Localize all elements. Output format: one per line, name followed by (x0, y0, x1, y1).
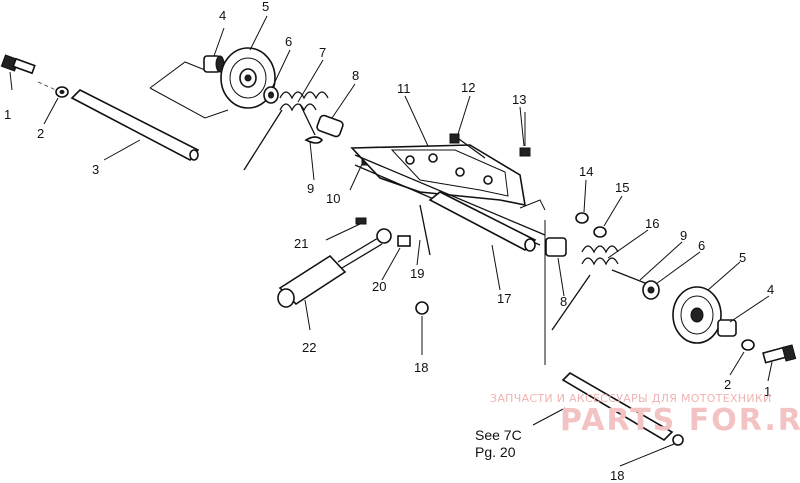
shaft-part-3 (70, 89, 200, 162)
pin-part-19 (419, 204, 431, 256)
leader-lines (9, 15, 773, 467)
bushing-part-4-top (203, 55, 225, 73)
shaft-part-17 (428, 191, 537, 252)
nut-part-13 (519, 147, 531, 157)
callout-14: 14 (579, 164, 593, 179)
callout-8-top: 8 (352, 68, 359, 83)
callout-4-top: 4 (219, 8, 226, 23)
callout-10: 10 (326, 191, 340, 206)
callout-8-right: 8 (560, 294, 567, 309)
callout-22: 22 (302, 340, 316, 355)
frame-rail-part-11 (350, 144, 546, 246)
pin-part-21 (355, 217, 367, 225)
callout-7: 7 (319, 45, 326, 60)
idler-wheel-part-5-top (220, 47, 276, 109)
callout-18-mid: 18 (414, 360, 428, 375)
callout-21: 21 (294, 236, 308, 251)
callout-5-top: 5 (262, 0, 269, 14)
callout-20: 20 (372, 279, 386, 294)
callout-18-bottom: 18 (610, 468, 624, 483)
callout-13: 13 (512, 92, 526, 107)
reference-note-line2: Pg. 20 (475, 444, 516, 460)
watermark-brand: PARTS FOR.RU (560, 403, 800, 438)
callout-9-right: 9 (680, 228, 687, 243)
callout-19: 19 (410, 266, 424, 281)
washer-part-2-right (741, 339, 755, 351)
idler-wheel-part-5-right (672, 286, 722, 344)
callout-16: 16 (645, 216, 659, 231)
callout-15: 15 (615, 180, 629, 195)
callout-11: 11 (397, 81, 411, 96)
torsion-spring-part-16 (551, 245, 651, 331)
shock-absorber-part-22 (277, 228, 392, 308)
callout-1-left: 1 (4, 107, 11, 122)
bushing-part-20 (397, 235, 411, 247)
callout-6-right: 6 (698, 238, 705, 253)
bolt-part-12 (449, 133, 486, 159)
callout-2-left: 2 (37, 126, 44, 141)
bolt-part-1-right (762, 344, 797, 364)
callout-2-right: 2 (724, 377, 731, 392)
watermark-tagline: ЗАПЧАСТИ И АКСЕССУАРЫ ДЛЯ МОТОТЕХНИКИ (490, 392, 772, 405)
bushing-part-8-right (545, 237, 567, 257)
bushing-part-8-top (316, 114, 344, 138)
callout-1-right: 1 (764, 384, 771, 399)
callout-17: 17 (497, 291, 511, 306)
callout-5-right: 5 (739, 250, 746, 265)
callout-6-top: 6 (285, 34, 292, 49)
lower-rod (561, 371, 684, 446)
washer-part-15 (593, 226, 607, 238)
callout-9-top: 9 (307, 181, 314, 196)
washer-part-18-mid (415, 301, 429, 315)
torsion-spring-part-7 (243, 91, 329, 171)
callout-12: 12 (461, 80, 475, 95)
watermark: ЗАПЧАСТИ И АКСЕССУАРЫ ДЛЯ МОТОТЕХНИКИ PA… (490, 392, 800, 438)
callout-labels: 1 2 3 4 5 6 7 8 9 10 11 12 13 14 15 16 9… (4, 0, 774, 483)
reference-note-line1: See 7C (475, 427, 522, 443)
bolt-part-1-left (0, 54, 36, 75)
washer-part-14 (575, 212, 589, 224)
callout-4-right: 4 (767, 282, 774, 297)
callout-3: 3 (92, 162, 99, 177)
clip-part-9-top (304, 136, 324, 144)
bushing-part-4-right (717, 319, 737, 337)
